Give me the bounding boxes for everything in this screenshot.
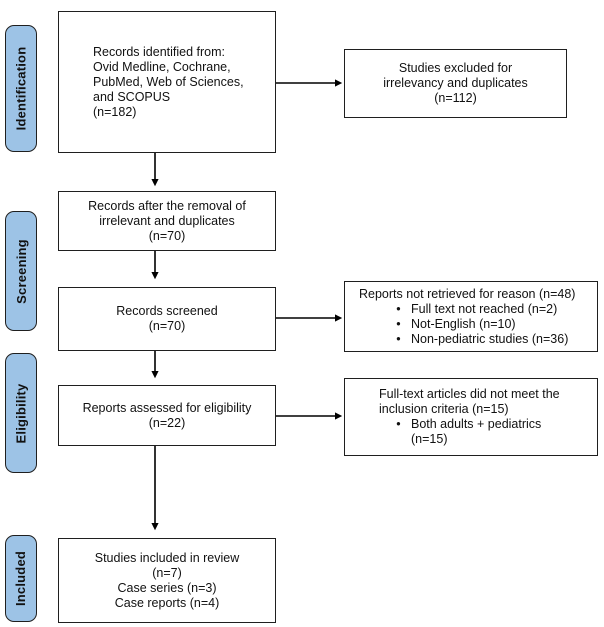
bullet-icon: •: [396, 331, 401, 346]
bullet-icon: •: [396, 316, 401, 331]
box-records-screened-text: Records screened (n=70): [116, 304, 218, 333]
stage-label-eligibility-text: Eligibility: [13, 383, 29, 443]
stage-label-identification-text: Identification: [13, 46, 29, 131]
stage-label-eligibility: Eligibility: [5, 353, 37, 473]
box-records-identified-text: Records identified from: Ovid Medline, C…: [93, 44, 244, 119]
box-records-after-removal-text: Records after the removal of irrelevant …: [88, 198, 246, 243]
box-studies-excluded: Studies excluded for irrelevancy and dup…: [344, 49, 567, 118]
box-fulltext-excluded: Full-text articles did not meet the incl…: [344, 378, 598, 456]
box-reports-not-retrieved-title: Reports not retrieved for reason (n=48): [359, 286, 576, 301]
bullet-icon: •: [396, 417, 401, 431]
stage-label-screening: Screening: [5, 211, 37, 331]
box-reports-assessed: Reports assessed for eligibility (n=22): [58, 385, 276, 446]
bullet-item-text: Full text not reached (n=2): [411, 301, 558, 316]
bullet-item-text: Non-pediatric studies (n=36): [411, 331, 569, 346]
bullet-icon: •: [396, 301, 401, 316]
bullet-item-text: Not-English (n=10): [411, 316, 516, 331]
box-fulltext-excluded-title: Full-text articles did not meet the incl…: [379, 387, 560, 416]
box-studies-included: Studies included in review (n=7) Case se…: [58, 538, 276, 623]
bullet-item: • Not-English (n=10): [345, 317, 597, 332]
box-records-screened: Records screened (n=70): [58, 287, 276, 351]
stage-label-included-text: Included: [13, 550, 29, 607]
stage-label-included: Included: [5, 535, 37, 622]
bullet-item-text: Both adults + pediatrics (n=15): [411, 417, 542, 446]
box-reports-not-retrieved: Reports not retrieved for reason (n=48) …: [344, 281, 598, 352]
box-reports-assessed-text: Reports assessed for eligibility (n=22): [82, 400, 252, 430]
box-studies-included-text: Studies included in review (n=7) Case se…: [94, 550, 240, 610]
stage-label-screening-text: Screening: [13, 238, 29, 304]
box-studies-excluded-text: Studies excluded for irrelevancy and dup…: [383, 61, 528, 105]
bullet-item: • Both adults + pediatrics (n=15): [345, 417, 597, 447]
box-records-after-removal: Records after the removal of irrelevant …: [58, 191, 276, 251]
bullet-item: • Full text not reached (n=2): [345, 302, 597, 317]
bullet-item: • Non-pediatric studies (n=36): [345, 332, 597, 347]
stage-label-identification: Identification: [5, 25, 37, 152]
box-records-identified: Records identified from: Ovid Medline, C…: [58, 11, 276, 153]
